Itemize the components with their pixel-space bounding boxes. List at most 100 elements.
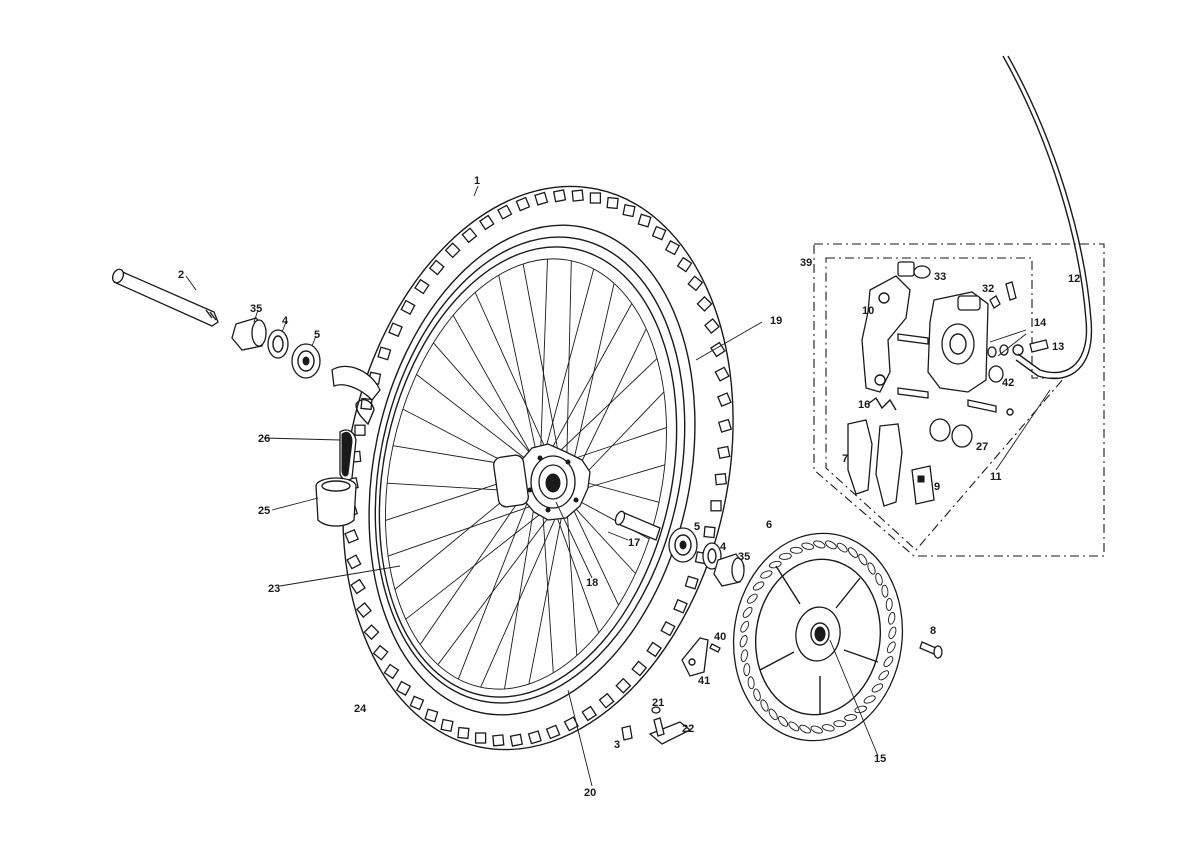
- disc-vent-hole: [810, 725, 823, 734]
- pad-shim-9: [911, 465, 935, 505]
- bearing-left: [291, 343, 321, 379]
- tread-knob: [646, 641, 662, 658]
- spoke: [416, 374, 541, 471]
- disc-vent-hole: [847, 547, 859, 558]
- disc-vent-hole: [836, 542, 848, 553]
- tread-knob: [622, 203, 636, 218]
- disc-vent-hole: [854, 705, 867, 714]
- label-39: 39: [800, 257, 812, 269]
- tread-knob: [457, 726, 470, 740]
- label-14: 14: [1034, 317, 1047, 329]
- label-33: 33: [934, 271, 946, 283]
- label-4-right: 4: [720, 541, 727, 553]
- banjo-bolt-13: [1012, 339, 1049, 356]
- disc-vent-hole: [881, 584, 889, 598]
- tread-knob: [598, 692, 615, 709]
- spoke: [539, 303, 633, 471]
- tread-knob: [684, 575, 699, 590]
- label-40: 40: [714, 631, 726, 643]
- tread-knob: [673, 598, 688, 614]
- label-27: 27: [976, 441, 988, 453]
- spacer-right: [713, 553, 745, 587]
- spoke: [539, 259, 548, 471]
- tread-knob: [461, 227, 478, 244]
- disc-vent-hole: [867, 562, 876, 575]
- tread-knob: [474, 732, 487, 744]
- part-number-labels: 1 2 35 4 5 26 25 23 24 19 17 18 5 4 35 6…: [178, 175, 1080, 799]
- tread-knob: [571, 189, 584, 202]
- label-5-right: 5: [694, 521, 700, 533]
- tread-knob: [696, 295, 713, 312]
- disc-vent-hole: [801, 542, 815, 550]
- caliper-assembly-box: [813, 243, 1105, 557]
- axle-spacer-17: [614, 510, 661, 541]
- inner-tube-section: [331, 365, 381, 426]
- tread-knob: [383, 663, 400, 680]
- disc-vent-hole: [789, 546, 803, 554]
- tread-knob: [717, 445, 731, 460]
- label-20: 20: [584, 787, 596, 799]
- disc-vent-hole: [833, 720, 847, 728]
- disc-vent-hole: [768, 708, 778, 721]
- nut-3: [621, 725, 633, 741]
- seal-left: [267, 329, 289, 359]
- tread-knob: [509, 733, 524, 747]
- spoke: [498, 275, 541, 471]
- brake-disc: [732, 532, 904, 742]
- label-35-left: 35: [250, 303, 262, 315]
- wheel-hub: [493, 443, 591, 521]
- tread-knob: [714, 473, 727, 486]
- disc-vent-hole: [740, 620, 750, 633]
- tread-knob: [350, 578, 366, 595]
- disc-vent-hole: [813, 540, 826, 549]
- tread-knob: [346, 554, 362, 570]
- label-12: 12: [1068, 273, 1080, 285]
- label-19: 19: [770, 315, 782, 327]
- disc-vent-hole: [888, 611, 896, 625]
- disc-vent-hole: [760, 699, 769, 712]
- bleed-screw-32: [989, 281, 1017, 309]
- disc-vent-hole: [747, 676, 755, 690]
- rim-band: [339, 429, 357, 481]
- disc-vent-hole: [871, 683, 884, 693]
- tread-knob: [424, 708, 439, 723]
- disc-vent-hole: [885, 597, 893, 611]
- piston-seals-27: [929, 418, 973, 448]
- disc-vent-hole: [821, 724, 835, 732]
- label-3: 3: [614, 739, 620, 751]
- tread-knob: [703, 525, 716, 539]
- wheel-rim: [374, 236, 686, 704]
- label-18: 18: [586, 577, 598, 589]
- spacer-left: [231, 317, 267, 351]
- tread-knob: [377, 346, 392, 361]
- tread-knob: [356, 602, 372, 618]
- tread-knob: [395, 680, 412, 696]
- spoke: [565, 493, 619, 606]
- caliper-bolt-33: [897, 261, 931, 279]
- tread-knob: [660, 620, 676, 637]
- disc-vent-hole: [844, 714, 858, 722]
- tread-knob: [687, 275, 704, 292]
- disc-vent-hole: [760, 570, 773, 579]
- washers-14: [987, 344, 1009, 358]
- tread-knob: [414, 278, 430, 295]
- label-22: 22: [682, 723, 694, 735]
- brake-pad-7: [847, 419, 873, 495]
- disc-vent-hole: [777, 716, 789, 727]
- speedo-sensor-bracket: [681, 637, 709, 677]
- label-6: 6: [766, 519, 772, 531]
- label-5-left: 5: [314, 329, 320, 341]
- washer-21: [651, 706, 661, 714]
- tyre: [342, 185, 734, 751]
- valve-cap-sleeve: [315, 477, 357, 527]
- label-42: 42: [1002, 377, 1014, 389]
- label-26: 26: [258, 433, 270, 445]
- brake-pad-inner: [875, 423, 903, 507]
- tread-knob: [428, 259, 445, 276]
- tyre-tread-knobs: [343, 189, 733, 747]
- spoke: [565, 493, 578, 656]
- tread-knob: [372, 644, 389, 661]
- tread-knob: [344, 529, 359, 544]
- disc-vent-hole: [883, 656, 894, 668]
- label-23: 23: [268, 583, 280, 595]
